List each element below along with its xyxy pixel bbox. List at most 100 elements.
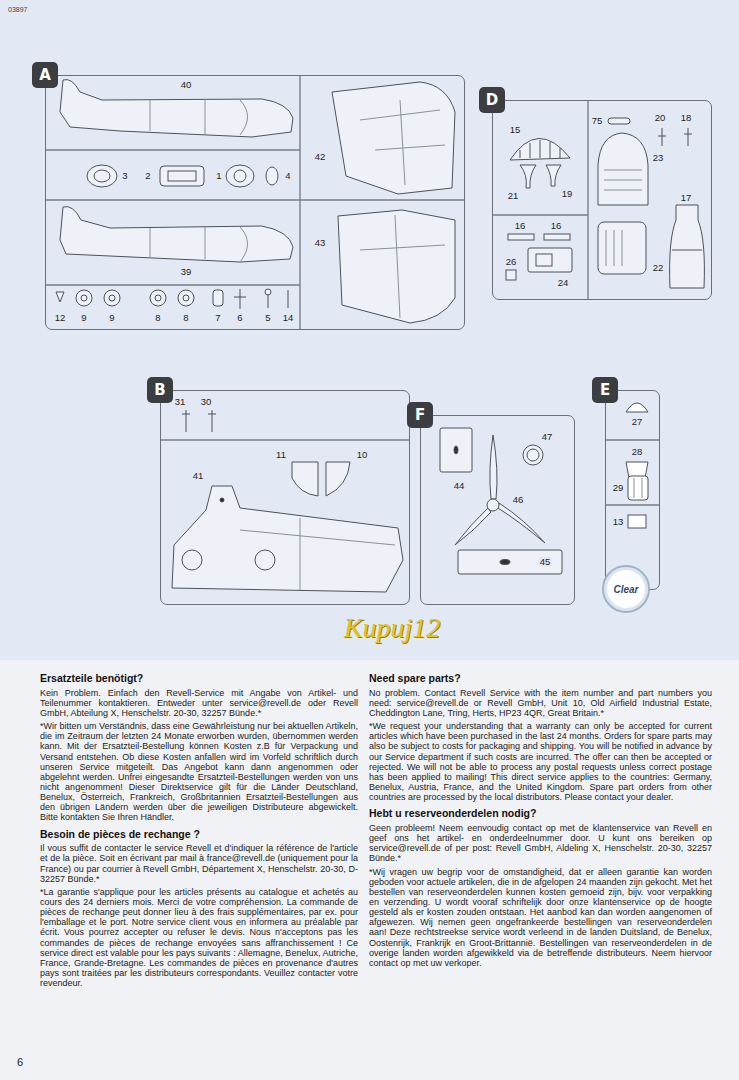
part-number: 16 [514,221,527,231]
sprue-letter: A [32,62,58,88]
sprue-parts [56,80,704,593]
clear-part [628,515,646,528]
part-number: 12 [54,313,67,323]
panel-line [150,99,248,135]
propeller-blade [455,508,491,545]
part-number: 2 [144,171,151,181]
bulkhead-part [510,138,570,160]
part-number: 30 [200,397,213,407]
part-number: 7 [214,313,221,323]
lower-wing [172,486,403,592]
part-number: 26 [505,257,518,267]
small-part [234,289,288,309]
part-number: 18 [680,113,693,123]
panel-part [606,230,622,266]
part-number: 9 [108,313,115,323]
runner [45,75,465,330]
part-number: 43 [314,238,327,248]
section-text: Kein Problem. Einfach den Revell-Service… [40,688,358,718]
part-number: 9 [80,313,87,323]
sprue-frame: A [45,75,465,330]
section-heading: Ersatzteile benötigt? [40,672,358,685]
wheel-part [76,290,92,306]
spinner-part [670,205,705,288]
panel-part [500,560,510,565]
wheel-part [155,295,161,301]
section-text: *Wir bitten um Verständnis, dass eine Ge… [40,721,358,823]
runner [605,440,660,505]
bulkhead-part [520,140,560,158]
part-number: 46 [512,495,525,505]
cockpit-part [168,171,196,181]
section-text: Geen probleem! Neem eenvoudig contact op… [369,823,712,864]
material-label: Clear [613,584,638,595]
part-number: 10 [356,450,369,460]
part-number: 20 [654,113,667,123]
panel-part [454,446,458,454]
part-number: 22 [652,263,665,273]
article-number: 03897 [8,6,27,13]
seat-part [598,133,648,205]
section-text: *Wij vragen uw begrip voor de omstandigh… [369,867,712,969]
wheel-part [81,295,87,301]
part-number: 15 [509,125,522,135]
part-number: 27 [631,417,644,427]
sprue-letter: D [479,87,505,113]
sprue-letter: F [407,402,433,428]
wing-half [332,82,455,194]
part-number: 39 [180,267,193,277]
part-number: 41 [192,471,205,481]
cockpit-part [266,167,278,185]
small-part [506,270,516,280]
page-tint [0,0,739,660]
section-text: *We request your understanding that a wa… [369,721,712,802]
page-number: 6 [17,1056,23,1068]
wing-half [338,210,455,323]
part-number: 29 [612,483,625,493]
text-column: Ersatzteile benötigt? Kein Problem. Einfa… [40,672,358,988]
small-part [658,128,692,146]
seat-part [604,170,642,190]
part-number: 13 [612,517,625,527]
panel-line [240,518,395,590]
part-number: 23 [652,153,665,163]
panel-part [458,550,562,574]
part-number: 11 [275,450,287,460]
cockpit-part [94,170,110,182]
sprue-letter: E [592,377,618,403]
part-number: 40 [180,80,193,90]
panel-part [598,222,646,274]
mark-dot [220,498,224,502]
wheel-part [183,295,189,301]
door-part [292,462,318,496]
section-heading: Need spare parts? [369,672,712,685]
part-number: 1 [215,171,222,181]
part-number: 31 [174,397,187,407]
ring-part [523,445,543,465]
small-part [265,289,271,295]
sprue-runners [45,75,660,505]
wheel-well [255,550,275,570]
material-badge: Clear [602,565,650,613]
section-heading: Besoin de pièces de rechange ? [40,828,358,841]
panel-line [360,215,445,318]
cockpit-part [160,166,204,186]
cockpit-part [234,170,246,182]
small-part [508,234,534,240]
propeller-hub [487,499,499,511]
part-number: 75 [591,116,604,126]
part-number: 5 [264,313,271,323]
clear-part [626,403,648,412]
section-text: *La garantie s'applique pour les article… [40,887,358,989]
fuselage-half [60,207,293,262]
panel-line [150,227,248,262]
text-column: Need spare parts?No problem. Contact Rev… [369,672,712,968]
propeller-blade [490,435,497,499]
door-part [326,462,350,496]
sprue-letter: B [147,377,173,403]
watermark: Kupuj12 [344,612,440,644]
part-number: 24 [557,278,570,288]
sprue-frame: F [420,415,575,605]
small-part [608,118,630,124]
